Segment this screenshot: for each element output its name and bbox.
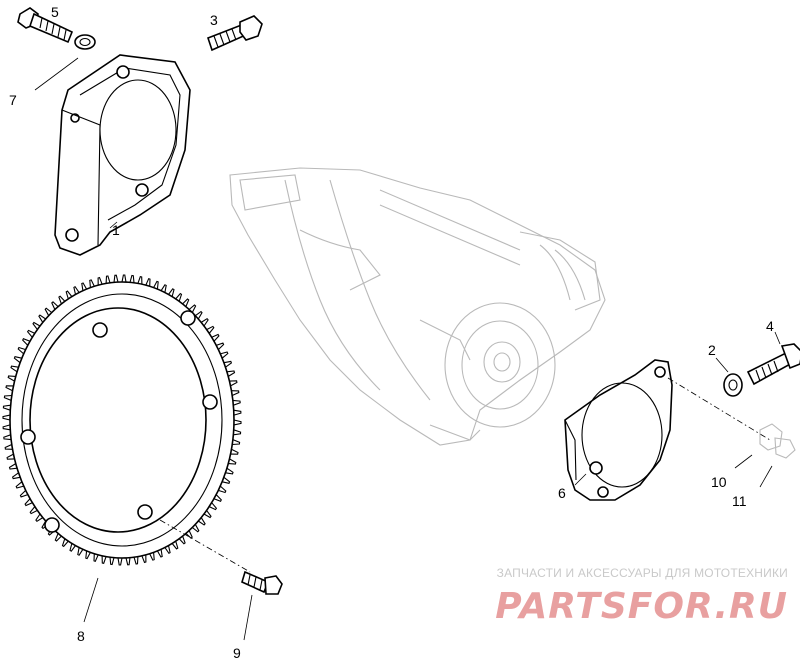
watermark-logo: PARTSFOR.RU xyxy=(495,586,788,626)
watermark: ЗАПЧАСТИ И АКСЕССУАРЫ ДЛЯ МОТОТЕХНИКИ PA… xyxy=(478,566,788,626)
leader-4 xyxy=(774,331,781,345)
callout-9: 9 xyxy=(233,645,241,661)
nut-part-11 xyxy=(759,423,796,459)
bolt-part-9 xyxy=(159,519,283,641)
callout-7: 7 xyxy=(9,92,17,108)
callout-10: 10 xyxy=(711,474,727,490)
center-line-right xyxy=(667,377,771,441)
leader-11 xyxy=(759,465,773,488)
leader-8 xyxy=(83,577,99,623)
callout-8: 8 xyxy=(77,628,85,644)
ring-gear-part-8 xyxy=(2,274,242,566)
callout-1: 1 xyxy=(112,222,120,238)
watermark-logo-text: PARTSFOR.RU xyxy=(495,586,788,626)
leader-1 xyxy=(109,221,118,229)
bolt-part-4 xyxy=(746,343,800,386)
lock-washer-part-7 xyxy=(74,34,96,50)
callout-6: 6 xyxy=(558,485,566,501)
leader-10 xyxy=(734,454,753,469)
callout-5: 5 xyxy=(51,4,59,20)
callout-3: 3 xyxy=(210,12,218,28)
gear-tooth-outline xyxy=(2,274,242,566)
callout-4: 4 xyxy=(766,318,774,334)
bolt-part-5 xyxy=(17,7,74,44)
leader-2 xyxy=(715,357,729,373)
leader-6 xyxy=(574,473,587,486)
bolt-part-3 xyxy=(207,15,263,52)
callout-11: 11 xyxy=(732,493,747,509)
callout-2: 2 xyxy=(708,342,716,358)
watermark-caption: ЗАПЧАСТИ И АКСЕССУАРЫ ДЛЯ МОТОТЕХНИКИ xyxy=(496,566,788,580)
washer-part-2 xyxy=(723,373,743,397)
bracket-part-1 xyxy=(54,54,191,256)
starter-motor-ghost xyxy=(229,167,606,446)
flange-plate-part-6 xyxy=(564,359,673,501)
leader-7 xyxy=(34,57,79,91)
